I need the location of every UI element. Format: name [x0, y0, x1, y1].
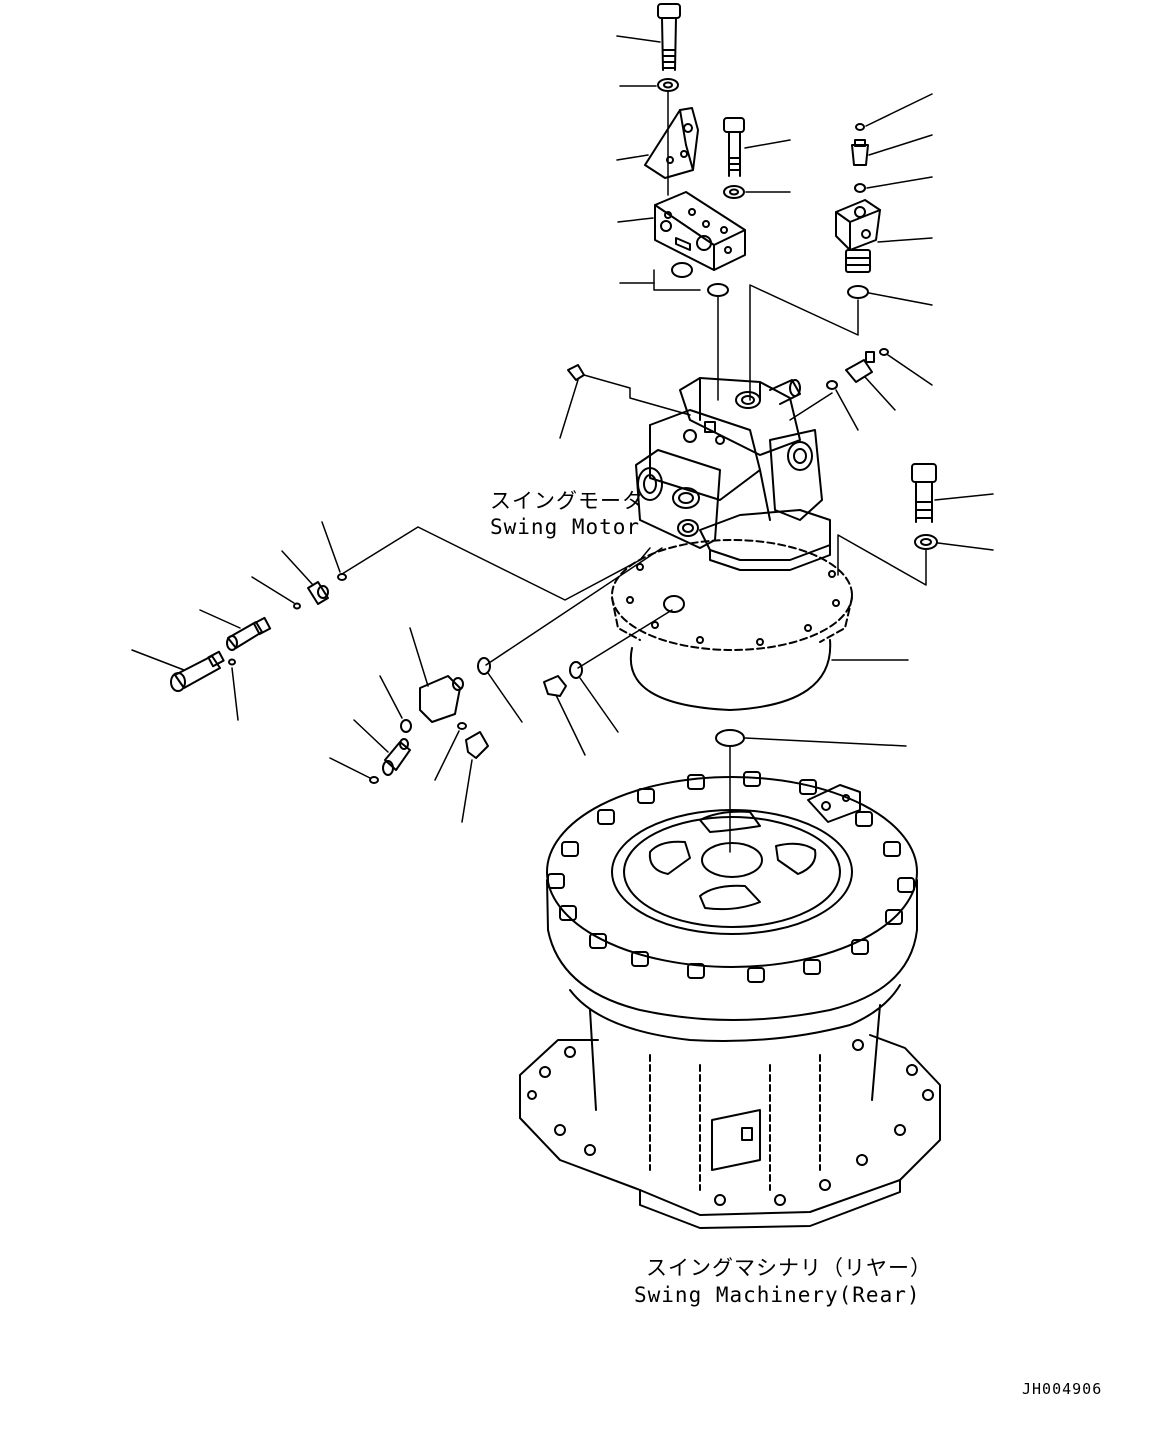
small-o-ring	[715, 729, 907, 853]
washer-2	[723, 185, 791, 199]
valve-block	[617, 191, 746, 271]
bolt-3	[837, 463, 994, 586]
top-bolt	[616, 3, 681, 71]
right-fittings	[749, 93, 933, 401]
swing-motor-label-jp: スイングモータ	[490, 489, 644, 513]
swing-machinery-label-en: Swing Machinery(Rear)	[634, 1283, 921, 1307]
bolt-2	[723, 117, 791, 177]
plug-top-left	[559, 364, 691, 439]
swing-machinery	[519, 771, 941, 1229]
bracket	[616, 91, 699, 196]
o-ring-2	[707, 283, 729, 401]
swing-motor	[611, 377, 909, 711]
o-ring-block	[619, 262, 701, 291]
drawing-code: JH004906	[1022, 1380, 1102, 1398]
swing-machinery-label-jp: スイングマシナリ（リヤー）	[646, 1256, 932, 1280]
top-washer	[619, 78, 679, 92]
motor-connection-lines	[341, 526, 673, 669]
right-small-valve	[789, 348, 933, 431]
swing-motor-label-en: Swing Motor	[490, 515, 640, 539]
left-parts	[131, 521, 619, 823]
